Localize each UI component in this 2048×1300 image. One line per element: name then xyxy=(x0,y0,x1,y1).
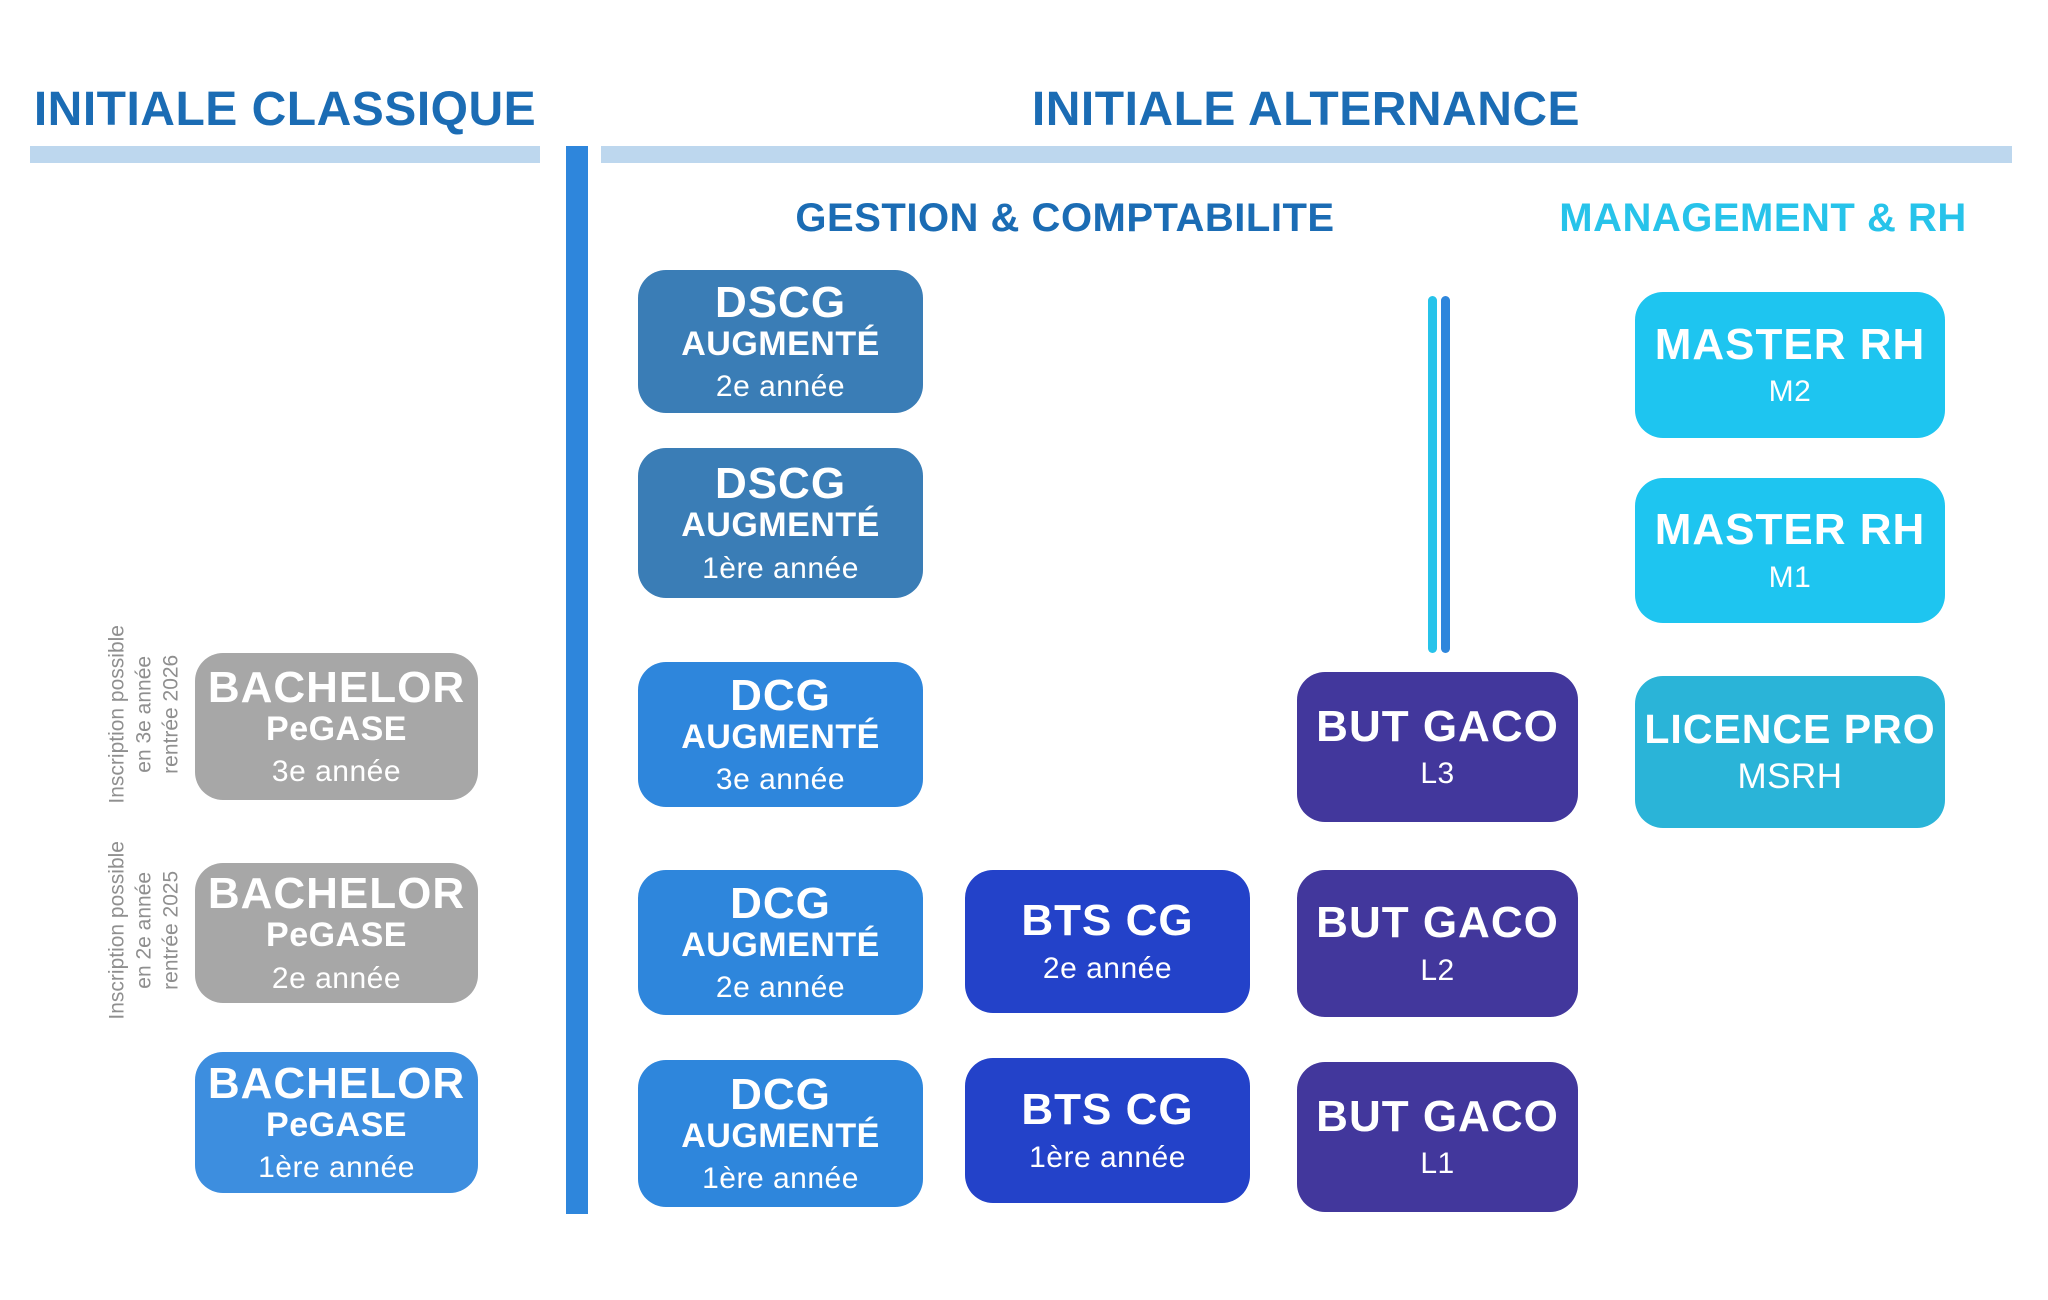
program-name: DCG xyxy=(730,670,831,720)
underline-bar-right xyxy=(601,146,2012,163)
program-year: 2e année xyxy=(715,370,846,404)
box-dcg-augmente-3e: DCG AUGMENTÉ 3e année xyxy=(638,662,923,807)
program-year: 2e année xyxy=(1042,951,1173,985)
program-name: BACHELOR xyxy=(207,1058,466,1108)
box-bachelor-pegase-1ere: BACHELOR PeGASE 1ère année xyxy=(195,1052,478,1193)
box-licence-pro-msrh: LICENCE PRO MSRH xyxy=(1635,676,1945,828)
program-name: BTS CG xyxy=(1021,896,1194,946)
program-name: BUT GACO xyxy=(1316,701,1559,751)
box-but-gaco-l3: BUT GACO L3 xyxy=(1297,672,1578,822)
program-year: MSRH xyxy=(1737,756,1843,796)
program-sub: AUGMENTÉ xyxy=(681,506,880,545)
box-bts-cg-2e: BTS CG 2e année xyxy=(965,870,1250,1013)
program-name: MASTER RH xyxy=(1654,319,1926,369)
program-name: DSCG xyxy=(714,459,847,509)
column-title-management-rh: MANAGEMENT & RH xyxy=(1559,196,1967,240)
program-sub: PeGASE xyxy=(266,1105,407,1144)
program-sub: AUGMENTÉ xyxy=(681,925,880,964)
program-name: BACHELOR xyxy=(207,662,466,712)
program-name: DCG xyxy=(730,1069,831,1119)
program-year: 2e année xyxy=(271,961,402,995)
program-year: 2e année xyxy=(715,971,846,1005)
connector-line-cyan xyxy=(1428,296,1437,653)
program-sub: PeGASE xyxy=(266,916,407,955)
program-name: DSCG xyxy=(714,277,847,327)
program-year: 1ère année xyxy=(258,1151,415,1185)
program-name: BUT GACO xyxy=(1316,1091,1559,1141)
connector-line-blue xyxy=(1441,296,1450,653)
box-master-rh-m2: MASTER RH M2 xyxy=(1635,292,1945,438)
program-year: 1ère année xyxy=(702,551,859,585)
program-sub: PeGASE xyxy=(266,709,407,748)
box-dscg-augmente-2e: DSCG AUGMENTÉ 2e année xyxy=(638,270,923,413)
program-year: 3e année xyxy=(271,755,402,789)
program-year: M1 xyxy=(1768,560,1812,594)
box-but-gaco-l2: BUT GACO L2 xyxy=(1297,870,1578,1017)
program-year: 1ère année xyxy=(1029,1140,1186,1174)
box-but-gaco-l1: BUT GACO L1 xyxy=(1297,1062,1578,1212)
program-year: 1ère année xyxy=(702,1162,859,1196)
program-name: DCG xyxy=(730,878,831,928)
box-bachelor-pegase-3e: BACHELOR PeGASE 3e année xyxy=(195,653,478,800)
box-dcg-augmente-1ere: DCG AUGMENTÉ 1ère année xyxy=(638,1060,923,1207)
program-sub: AUGMENTÉ xyxy=(681,717,880,756)
box-bts-cg-1ere: BTS CG 1ère année xyxy=(965,1058,1250,1203)
program-year: 3e année xyxy=(715,763,846,797)
program-name: MASTER RH xyxy=(1654,505,1926,555)
column-title-gestion-comptabilite: GESTION & COMPTABILITE xyxy=(795,196,1335,240)
program-name: BACHELOR xyxy=(207,869,466,919)
program-year: L2 xyxy=(1420,953,1455,987)
program-year: M2 xyxy=(1768,375,1812,409)
box-master-rh-m1: MASTER RH M1 xyxy=(1635,478,1945,623)
program-name: LICENCE PRO xyxy=(1644,705,1936,752)
box-dscg-augmente-1ere: DSCG AUGMENTÉ 1ère année xyxy=(638,448,923,598)
underline-bar-left xyxy=(30,146,540,163)
section-title-initiale-classique: INITIALE CLASSIQUE xyxy=(33,83,537,136)
box-bachelor-pegase-2e: BACHELOR PeGASE 2e année xyxy=(195,863,478,1003)
note-text: Inscription possible en 2e année rentrée… xyxy=(105,840,183,1020)
program-year: L1 xyxy=(1420,1147,1455,1181)
box-dcg-augmente-2e: DCG AUGMENTÉ 2e année xyxy=(638,870,923,1015)
program-name: BTS CG xyxy=(1021,1085,1194,1135)
section-title-initiale-alternance: INITIALE ALTERNANCE xyxy=(1031,83,1581,136)
section-divider xyxy=(566,146,588,1214)
program-name: BUT GACO xyxy=(1316,898,1559,948)
program-sub: AUGMENTÉ xyxy=(681,1116,880,1155)
program-year: L3 xyxy=(1420,757,1455,791)
program-sub: AUGMENTÉ xyxy=(681,324,880,363)
